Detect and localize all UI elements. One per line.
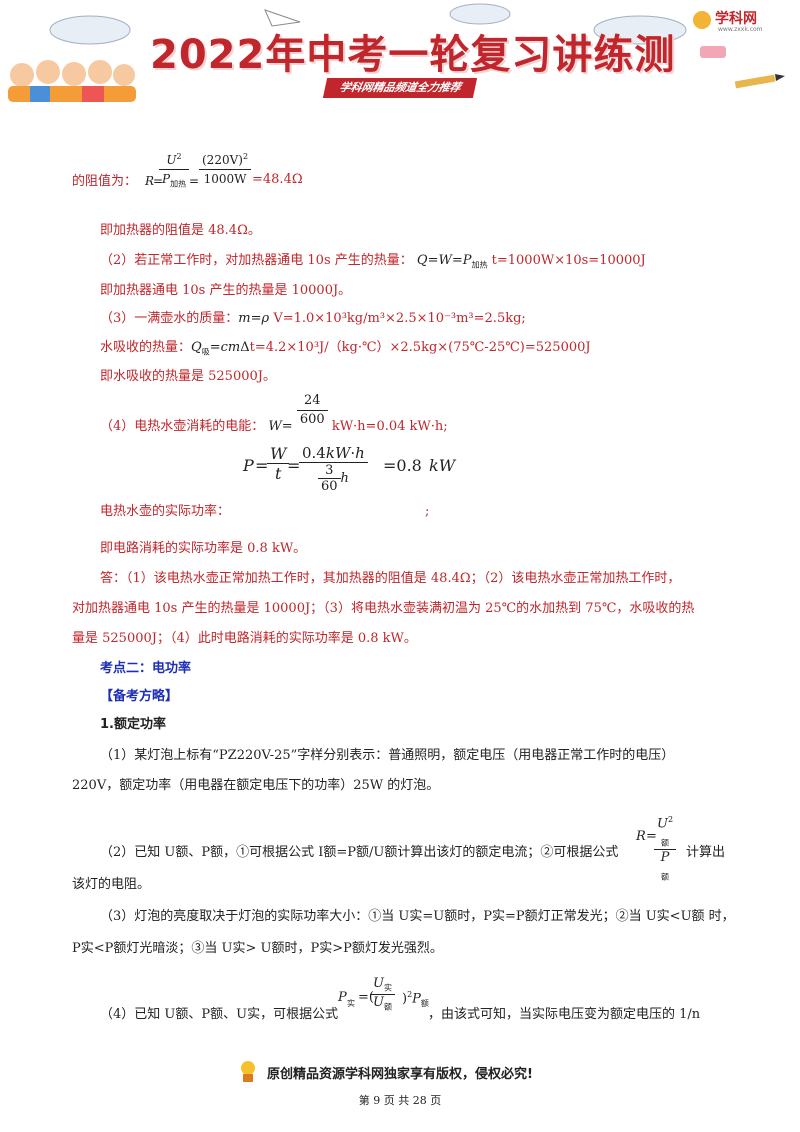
- line-actual-power-semicolon: ;: [425, 504, 430, 519]
- answer-line-2: 对加热器通电 10s 产生的热量是 10000J；（3）将电热水壶装满初温为 2…: [72, 601, 695, 616]
- line-heat-calc: （2）若正常工作时，对加热器通电 10s 产生的热量： Q=W=P加热 t=10…: [100, 253, 646, 270]
- brand-url: www.zxxk.com: [718, 26, 763, 33]
- paragraph-2b: 计算出: [686, 845, 726, 860]
- line-mass-calc: （3）一满壶水的质量：m=ρ V=1.0×10³kg/m³×2.5×10⁻³m³…: [100, 311, 526, 326]
- subsection-rated-power: 1.额定功率: [100, 717, 166, 732]
- paragraph-2a: （2）已知 U额、P额，①可根据公式 I额=P额/U额计算出该灯的额定电流；②可…: [100, 845, 619, 860]
- brand-name: 学科网: [715, 11, 757, 27]
- banner-decoration: [8, 3, 785, 102]
- copyright-mascot-icon: [238, 1060, 258, 1082]
- copyright-notice: 原创精品资源学科网独家享有版权，侵权必究!: [267, 1067, 533, 1082]
- answer-line-3: 量是 525000J；（4）此时电路消耗的实际功率是 0.8 kW。: [72, 631, 417, 646]
- paragraph-2c: 该灯的电阻。: [72, 877, 151, 892]
- brand-logo-icon: [693, 11, 711, 29]
- banner-title: 2022年中考一轮复习讲练测: [150, 32, 676, 78]
- line-heat-conclusion: 即加热器通电 10s 产生的热量是 10000J。: [100, 283, 352, 298]
- eraser-image: [700, 46, 726, 58]
- tips-heading: 【备考方略】: [100, 689, 179, 704]
- page-number: 第 9 页 共 28 页: [358, 1094, 442, 1107]
- energy-fraction-denominator: 600: [299, 412, 325, 427]
- paragraph-1b: 220V，额定功率（用电器在额定电压下的功率）25W 的灯泡。: [72, 778, 440, 793]
- paragraph-3b: P实<P额灯光暗淡；③当 U实> U额时，P实>P额灯发光强烈。: [72, 941, 443, 956]
- energy-fraction-numerator: 24: [296, 392, 328, 411]
- resistance-label: 的阻值为：: [72, 174, 138, 189]
- line-energy: （4）电热水壶消耗的电能： W= 24 600 kW·h=0.04 kW·h;: [100, 393, 448, 434]
- line-resistance-conclusion: 即加热器的阻值是 48.4Ω。: [100, 223, 261, 238]
- resistance-formula-line: 的阻值为：: [72, 150, 137, 189]
- pencil-image: [734, 74, 785, 89]
- resistance-result: =48.4Ω: [252, 172, 303, 187]
- line-water-heat: 水吸收的热量：Q吸=cmΔt=4.2×10³J/（kg·℃）×2.5kg×(75…: [100, 340, 591, 357]
- cartoon-kids-image: [8, 60, 136, 102]
- banner-ribbon: 学科网精品频道全力推荐: [322, 78, 478, 98]
- answer-line-1: 答：（1）该电热水壶正常加热工作时，其加热器的阻值是 48.4Ω；（2）该电热水…: [100, 571, 681, 586]
- paragraph-1a: （1）某灯泡上标有“PZ220V-25”字样分别表示：普通照明，额定电压（用电器…: [100, 748, 675, 763]
- line-actual-power-conclusion: 即电路消耗的实际功率是 0.8 kW。: [100, 541, 307, 556]
- paragraph-4a: （4）已知 U额、P额、U实，可根据公式: [100, 1007, 339, 1022]
- header-banner: 2022年中考一轮复习讲练测 学科网精品频道全力推荐 学科网 www.zxxk.…: [0, 0, 800, 112]
- paragraph-4b: ，由该式可知，当实际电压变为额定电压的 1/n: [428, 1007, 701, 1022]
- section-heading: 考点二：电功率: [100, 661, 192, 676]
- paragraph-3a: （3）灯泡的亮度取决于灯泡的实际功率大小：①当 U实=U额时，P实=P额灯正常发…: [100, 909, 735, 924]
- line-water-heat-conclusion: 即水吸收的热量是 525000J。: [100, 369, 276, 384]
- line-actual-power-label: 电热水壶的实际功率：: [100, 504, 231, 519]
